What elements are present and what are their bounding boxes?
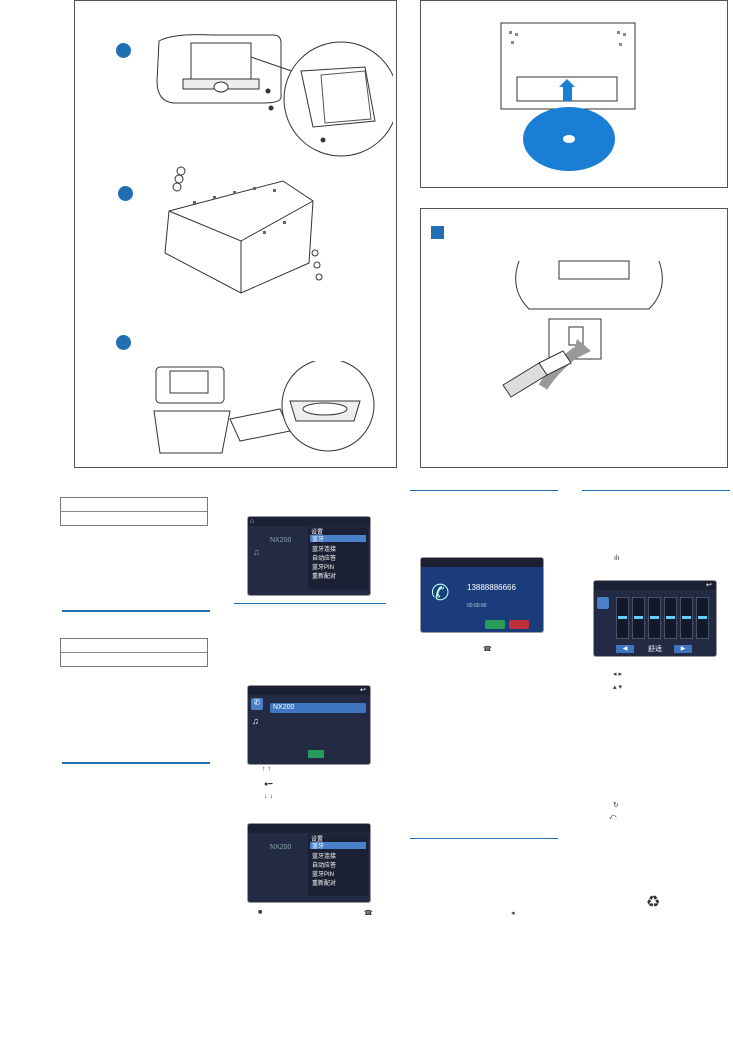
reset-glyph: ↻ xyxy=(613,802,619,809)
note-box-2 xyxy=(60,638,208,667)
volume-glyph: ◂ xyxy=(511,910,515,917)
phone-glyph: ☎ xyxy=(364,910,373,917)
usb-insert-panel xyxy=(420,208,728,468)
back-icon[interactable]: ↩ xyxy=(706,582,712,589)
arrow-glyphs: ↓ ↓ xyxy=(264,793,273,800)
unit-screws-illustration xyxy=(164,166,323,294)
section-rule-4 xyxy=(410,490,558,491)
menu-item-label: 蓝牙 xyxy=(312,844,325,850)
menu-title: 设置 xyxy=(311,837,324,843)
dashboard-mount-illustration xyxy=(153,361,375,454)
device-name: NX200 xyxy=(270,844,292,851)
eq-band-knob[interactable] xyxy=(666,616,675,619)
status-bar xyxy=(594,581,716,590)
status-bar xyxy=(421,558,543,567)
section-rule-3 xyxy=(234,603,386,604)
bt-device-screen: ↩ ✆ ♫ NX200 xyxy=(247,685,371,765)
eq-band-knob[interactable] xyxy=(634,616,643,619)
eq-band-slider[interactable] xyxy=(616,597,629,639)
eq-preset-label: 舒适 xyxy=(648,646,662,653)
menu-item-label[interactable]: 自动应答 xyxy=(312,863,337,869)
menu-item-label[interactable]: 重新配对 xyxy=(312,881,337,887)
menu-item-label: 蓝牙 xyxy=(312,537,325,543)
arrow-glyphs: ↑ ↑ xyxy=(262,766,271,773)
usb-port-illustration xyxy=(502,260,663,398)
status-bar xyxy=(248,517,370,526)
eq-band-slider[interactable] xyxy=(696,597,709,639)
section-rule-2 xyxy=(62,762,210,764)
phone-number: 13888886666 xyxy=(467,583,516,592)
note-box-1 xyxy=(60,497,208,526)
stop-glyph: ■ xyxy=(258,909,263,916)
section-rule-6 xyxy=(582,490,730,491)
return-glyph: ⤺ xyxy=(609,814,617,821)
end-call-glyph: ☎ xyxy=(483,646,492,653)
incoming-call-icon: ✆ xyxy=(431,580,450,605)
eq-band-knob[interactable] xyxy=(618,616,627,619)
eq-band-knob[interactable] xyxy=(698,616,707,619)
equalizer-icon xyxy=(597,597,609,609)
eq-band-knob[interactable] xyxy=(682,616,691,619)
status-bar xyxy=(248,824,370,833)
connect-button[interactable] xyxy=(308,750,324,758)
phone-icon[interactable]: ✆ xyxy=(251,698,263,710)
eq-glyph: ılı xyxy=(614,555,620,562)
step-marker-usb xyxy=(431,226,444,239)
equalizer-screen: ↩ ◀ 舒适 ▶ xyxy=(593,580,717,657)
eq-band-slider[interactable] xyxy=(664,597,677,639)
section-rule-1 xyxy=(62,610,210,612)
incoming-call-screen: ✆ 13888886666 00:00:00 xyxy=(420,557,544,633)
bt-settings-screen-1: ⌂ 设置 蓝牙 蓝牙连接 自动应答 蓝牙PIN 重新配对 NX200 ♫ xyxy=(247,516,371,596)
device-row[interactable] xyxy=(270,703,366,713)
music-icon[interactable]: ♫ xyxy=(252,716,259,726)
eq-band-slider[interactable] xyxy=(648,597,661,639)
eq-band-knob[interactable] xyxy=(650,616,659,619)
menu-item-label[interactable]: 蓝牙PIN xyxy=(312,872,335,878)
prev-preset-button[interactable]: ◀ xyxy=(616,645,634,653)
up-down-glyphs: ▴ ▾ xyxy=(613,684,622,691)
dashboard-bracket-illustration xyxy=(156,34,393,157)
menu-title: 设置 xyxy=(311,530,324,536)
left-right-glyphs: ◂ ▸ xyxy=(613,671,622,678)
bt-settings-screen-2: 设置 蓝牙 蓝牙连接 自动应答 蓝牙PIN 重新配对 NX200 xyxy=(247,823,371,903)
install-steps-panel xyxy=(74,0,397,468)
connect-glyph: ●━ xyxy=(264,781,273,788)
back-icon[interactable]: ↩ xyxy=(360,687,366,694)
music-icon: ♫ xyxy=(253,547,260,557)
eq-band-slider[interactable] xyxy=(680,597,693,639)
menu-item-label[interactable]: 自动应答 xyxy=(312,556,337,562)
section-rule-5 xyxy=(410,838,558,839)
step-marker-1 xyxy=(116,43,131,58)
answer-call-icon[interactable] xyxy=(485,620,505,629)
eq-bands xyxy=(616,593,712,641)
step-marker-2 xyxy=(118,186,133,201)
disc-insert-panel xyxy=(420,0,728,188)
disc-slot-illustration xyxy=(500,22,636,171)
call-timer: 00:00:00 xyxy=(467,603,487,609)
eq-band-slider[interactable] xyxy=(632,597,645,639)
step-marker-3 xyxy=(116,335,131,350)
device-name: NX200 xyxy=(270,537,292,544)
home-icon: ⌂ xyxy=(250,518,255,525)
menu-item-label[interactable]: 蓝牙连接 xyxy=(312,854,337,860)
menu-item[interactable] xyxy=(310,535,366,542)
menu-item-label[interactable]: 重新配对 xyxy=(312,574,337,580)
next-preset-button[interactable]: ▶ xyxy=(674,645,692,653)
status-bar xyxy=(248,686,370,695)
menu-item-label[interactable]: 蓝牙PIN xyxy=(312,565,335,571)
device-name: NX200 xyxy=(273,704,295,711)
end-call-icon[interactable] xyxy=(509,620,529,629)
recycle-icon: ♻ xyxy=(646,894,661,911)
menu-item[interactable] xyxy=(310,842,366,849)
menu-item-label[interactable]: 蓝牙连接 xyxy=(312,547,337,553)
